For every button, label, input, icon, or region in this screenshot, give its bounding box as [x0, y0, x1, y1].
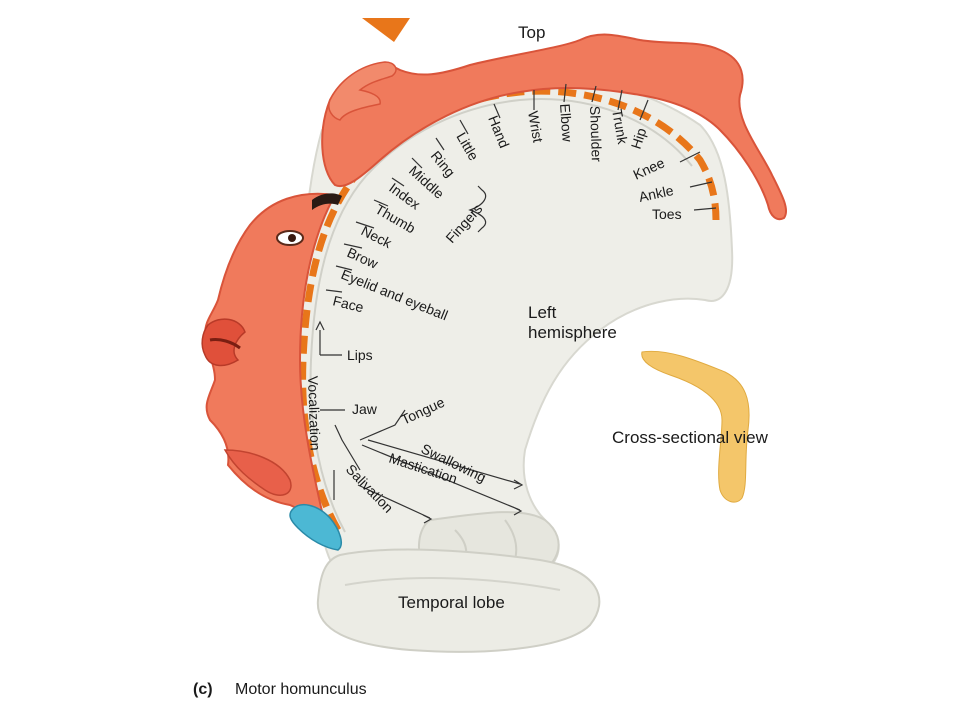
- homunculus-tongue: [223, 449, 292, 496]
- homunculus-lips: [201, 318, 246, 367]
- hemisphere-label-line2: hemisphere: [528, 323, 617, 342]
- label-wrist: Wrist: [525, 110, 546, 144]
- label-elbow: Elbow: [557, 103, 576, 143]
- homunculus-hand: [328, 61, 397, 121]
- label-lips: Lips: [347, 347, 373, 363]
- homunculus-face: [203, 192, 337, 528]
- hemisphere-label-line1: Left: [528, 303, 557, 322]
- label-jaw: Jaw: [352, 401, 378, 417]
- homunculus-throat: [289, 503, 342, 551]
- label-hip: Hip: [628, 126, 650, 151]
- homunculus-pupil: [288, 234, 296, 242]
- cross-section-icon: [641, 350, 750, 503]
- temporal-lobe-label: Temporal lobe: [398, 593, 505, 612]
- cross-section-label: Cross-sectional view: [612, 428, 769, 447]
- direction-marker-triangle: [362, 18, 410, 42]
- label-trunk: Trunk: [609, 108, 631, 146]
- label-shoulder: Shoulder: [587, 106, 605, 163]
- homunculus-mouth: [209, 338, 241, 350]
- top-label: Top: [518, 23, 545, 42]
- label-toes: Toes: [652, 206, 682, 222]
- label-face: Face: [331, 292, 365, 315]
- caption-letter: (c): [193, 681, 213, 698]
- temporal-lobe: [316, 548, 601, 653]
- label-ankle: Ankle: [637, 182, 675, 205]
- cortex-inner-edge: [309, 98, 693, 533]
- homunculus-hair: [312, 193, 342, 210]
- label-vocalization: Vocalization: [305, 376, 324, 451]
- temporal-lobe-fold: [344, 577, 561, 591]
- caption-text: Motor homunculus: [235, 681, 367, 698]
- homunculus-body: [321, 33, 788, 221]
- leader-lines: [315, 83, 717, 524]
